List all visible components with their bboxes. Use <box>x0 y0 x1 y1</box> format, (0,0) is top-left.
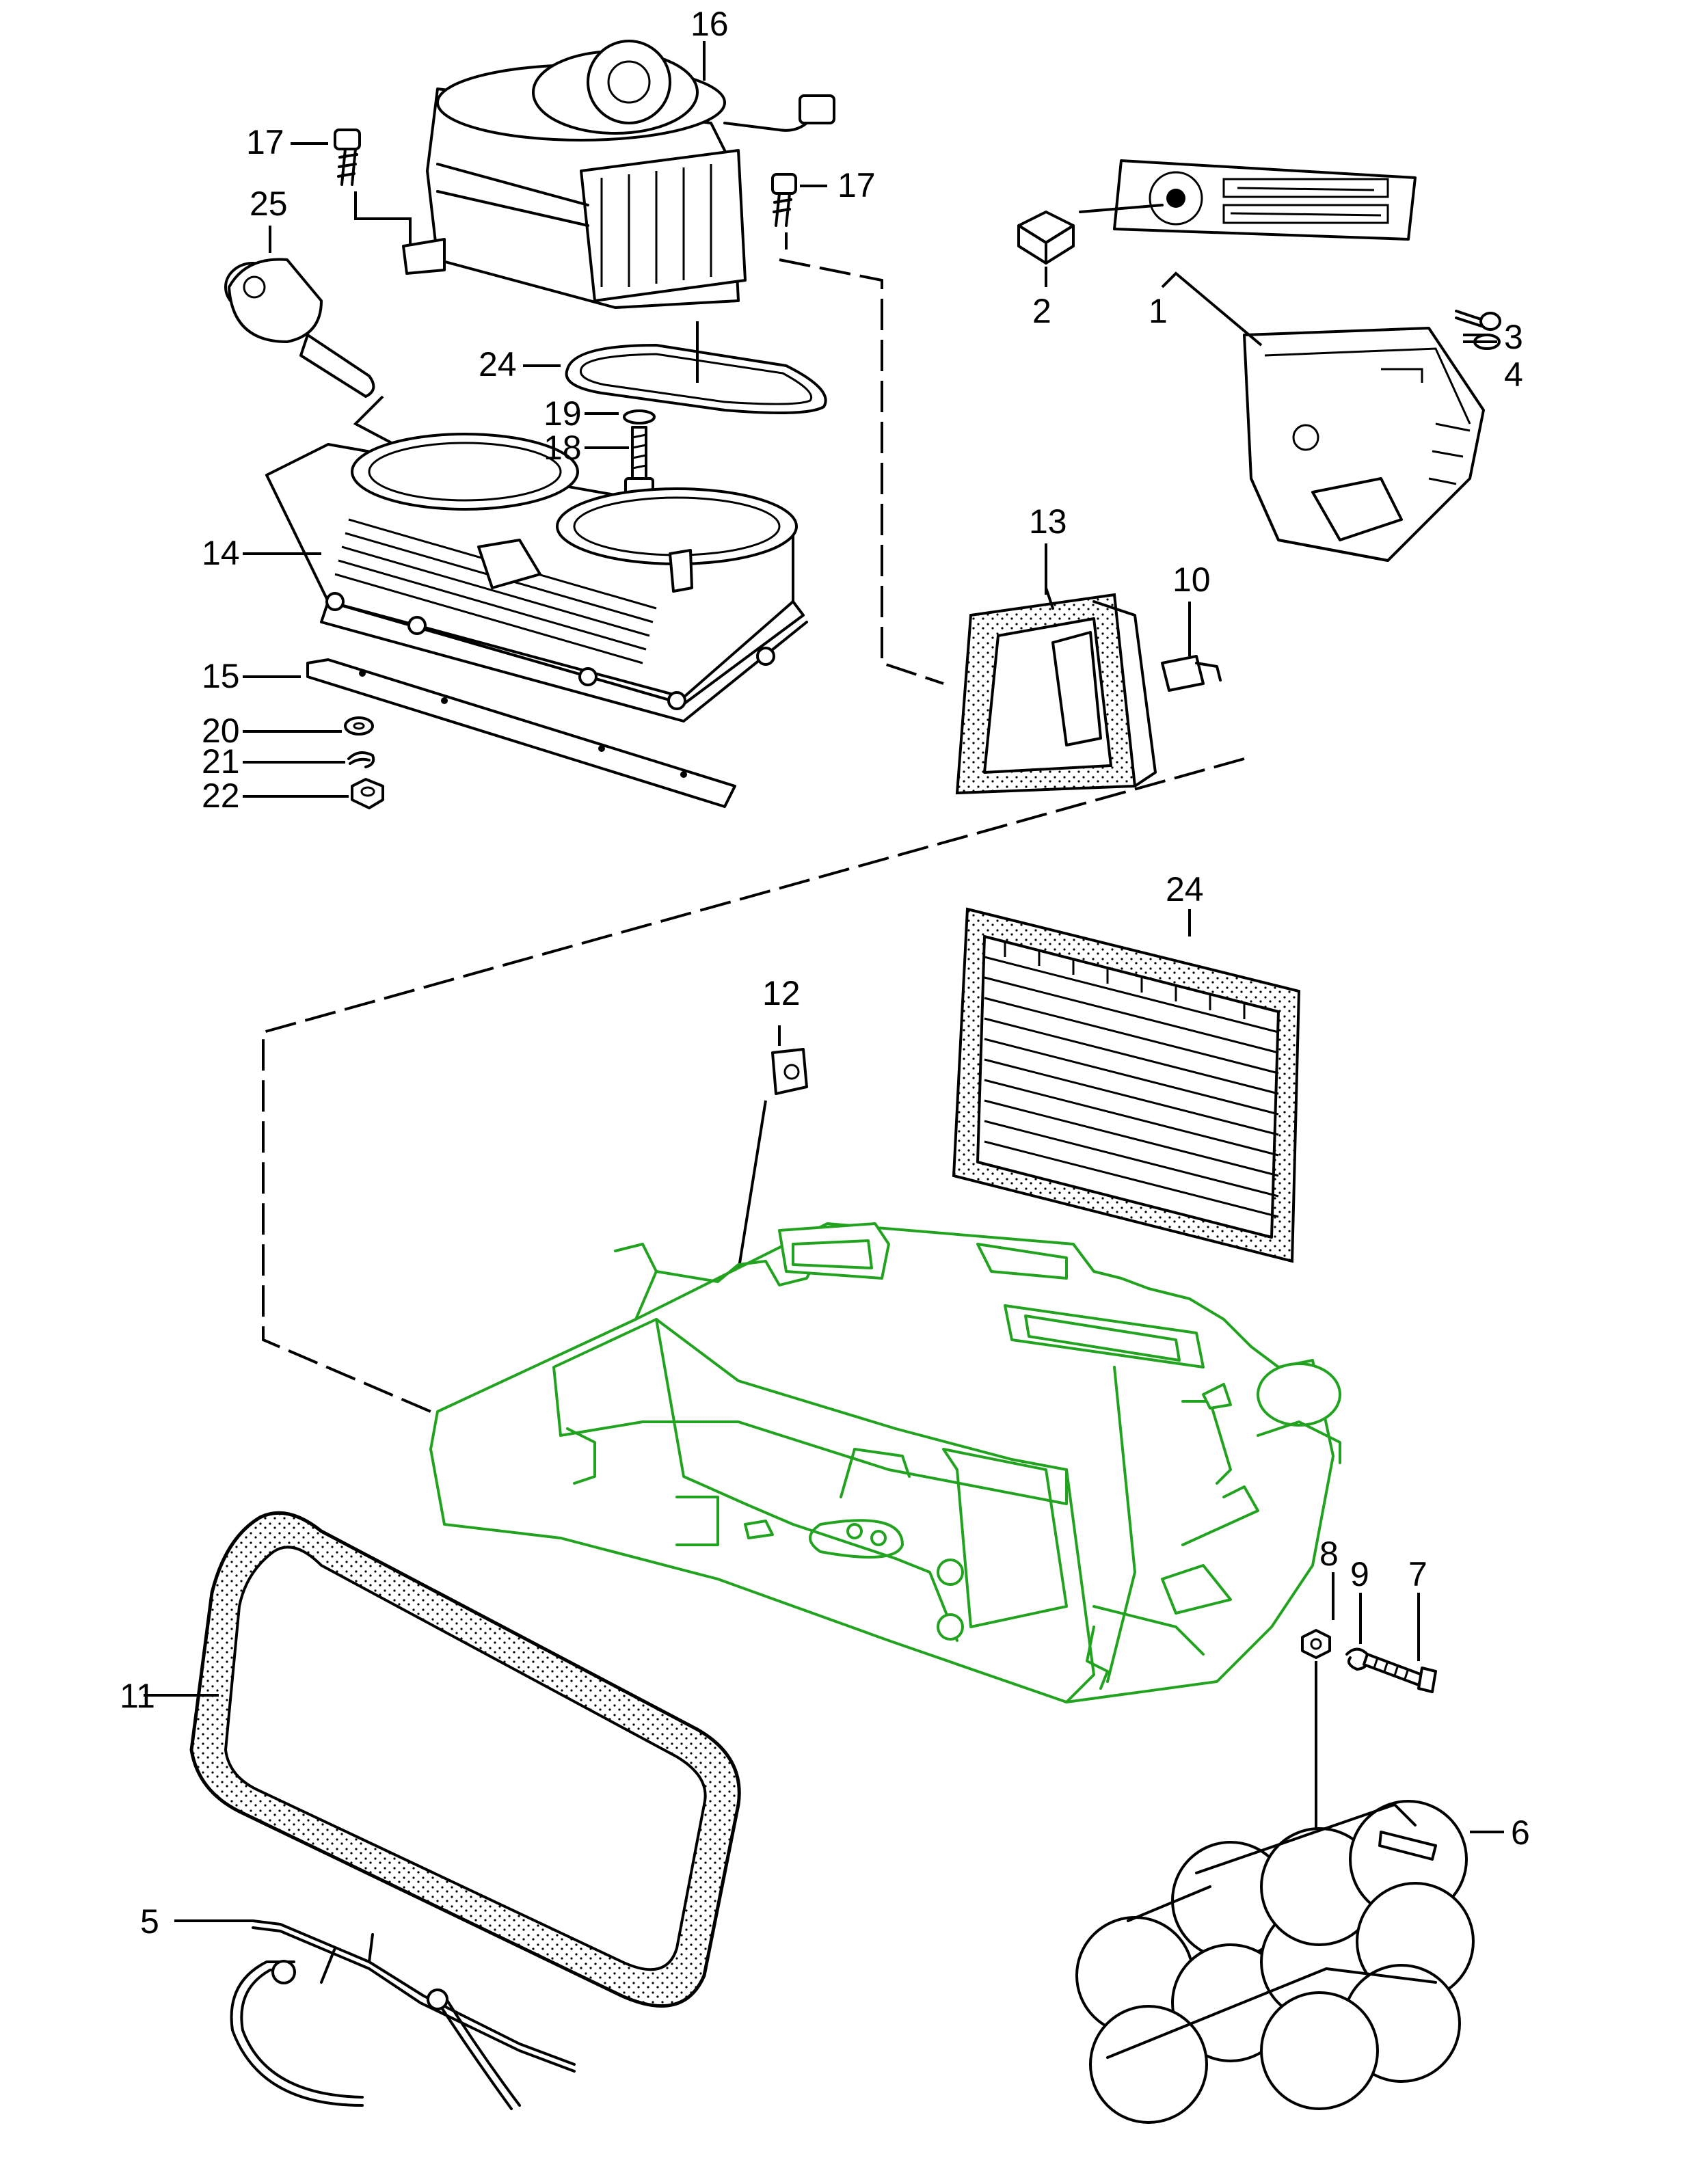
callout-13: 13 <box>1029 502 1067 541</box>
callout-17-right: 17 <box>837 166 876 204</box>
screw-part-3 <box>1455 310 1501 331</box>
filter-slots <box>984 942 1279 1034</box>
callout-16: 16 <box>690 5 729 43</box>
callout-15: 15 <box>202 657 240 695</box>
bolt-part-7 <box>1363 1653 1437 1693</box>
blower-motor-part <box>402 40 835 309</box>
screw-part-right <box>771 173 797 250</box>
bolt-part-18 <box>624 426 654 496</box>
clip-part-12 <box>737 1025 808 1272</box>
filter-louvers <box>984 976 1279 1218</box>
callout-19: 19 <box>544 394 582 433</box>
callout-22: 22 <box>202 777 240 815</box>
assembly-line-left <box>262 757 1245 1413</box>
nut-part-22 <box>351 778 384 809</box>
air-duct-part <box>955 587 1157 795</box>
callout-17-left: 17 <box>246 123 284 161</box>
callout-12: 12 <box>762 974 801 1012</box>
callout-2: 2 <box>1032 292 1051 330</box>
callout-24: 24 <box>479 345 517 383</box>
blower-housing-part <box>265 433 808 723</box>
heater-core-part <box>1075 1800 1475 2124</box>
callout-25: 24 <box>1166 870 1204 908</box>
callout-4: 4 <box>1504 355 1523 394</box>
air-filter-part <box>952 907 1301 1263</box>
gasket-ring-part <box>565 321 827 414</box>
callout-11: 11 <box>120 1677 155 1715</box>
control-housing-part <box>1243 327 1485 562</box>
callout-leaders <box>144 41 1504 1922</box>
actuator-part <box>224 258 472 487</box>
callout-8: 8 <box>1319 1535 1339 1573</box>
callout-18: 18 <box>544 429 582 467</box>
heater-box-housing <box>429 1222 1341 1703</box>
hose-assembly-part <box>230 1919 576 2110</box>
callout-20: 20 <box>202 712 240 750</box>
callout-5: 5 <box>140 1902 159 1941</box>
screw-part-left <box>334 129 412 246</box>
washer-part-19 <box>623 409 656 424</box>
leader-1 <box>1161 271 1263 347</box>
nut-part-8 <box>1301 1629 1331 1659</box>
callout-3: 3 <box>1504 318 1523 356</box>
callout-labels: 16 17 17 25 24 19 18 14 15 20 21 22 2 1 … <box>120 5 1530 1941</box>
clip-part-10 <box>1161 655 1222 692</box>
callout-9: 9 <box>1350 1555 1369 1593</box>
callout-7: 7 <box>1408 1555 1427 1593</box>
callout-10: 10 <box>1172 561 1211 599</box>
lock-washer-part-21 <box>347 751 375 768</box>
callout-14: 14 <box>202 534 240 572</box>
gasket-frame-part <box>189 1511 741 2008</box>
connector-plug-part <box>1017 204 1164 287</box>
assembly-line-right <box>779 258 944 685</box>
callout-21: 21 <box>202 742 240 781</box>
control-panel-part <box>1113 159 1417 241</box>
mounting-strip-part <box>306 658 736 808</box>
callout-23: 25 <box>250 185 288 223</box>
callout-1: 1 <box>1149 292 1168 330</box>
washer-part-20 <box>344 716 374 736</box>
callout-6: 6 <box>1511 1814 1530 1852</box>
